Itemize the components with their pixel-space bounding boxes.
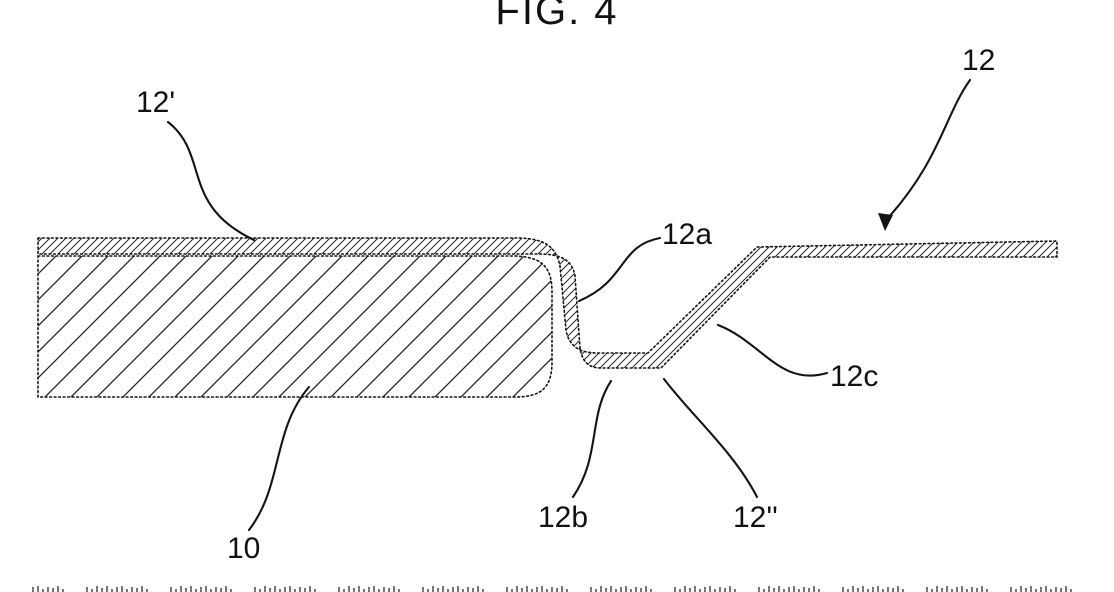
label-slope-section: 12c (830, 360, 878, 393)
leader-12b (571, 379, 613, 499)
label-substrate: 10 (227, 532, 260, 565)
leader-10 (247, 385, 311, 532)
substrate-block (37, 255, 553, 398)
leader-12-prime (166, 120, 256, 242)
clipped-caption-fragment (32, 584, 1084, 592)
film-band (37, 237, 1058, 369)
leader-12c (716, 323, 829, 377)
label-step-section: 12a (662, 218, 712, 251)
leader-12-arrowhead (878, 213, 893, 231)
label-right-film-region: 12'' (733, 501, 778, 534)
figure-title: FIG. 4 (495, 0, 618, 33)
label-film-flat-right: 12 (962, 44, 995, 77)
label-film-over-substrate: 12' (136, 86, 175, 119)
label-bottom-section: 12b (538, 501, 588, 534)
leader-12 (886, 78, 972, 220)
leader-12-double-prime (662, 377, 759, 499)
leader-12a (577, 236, 662, 303)
